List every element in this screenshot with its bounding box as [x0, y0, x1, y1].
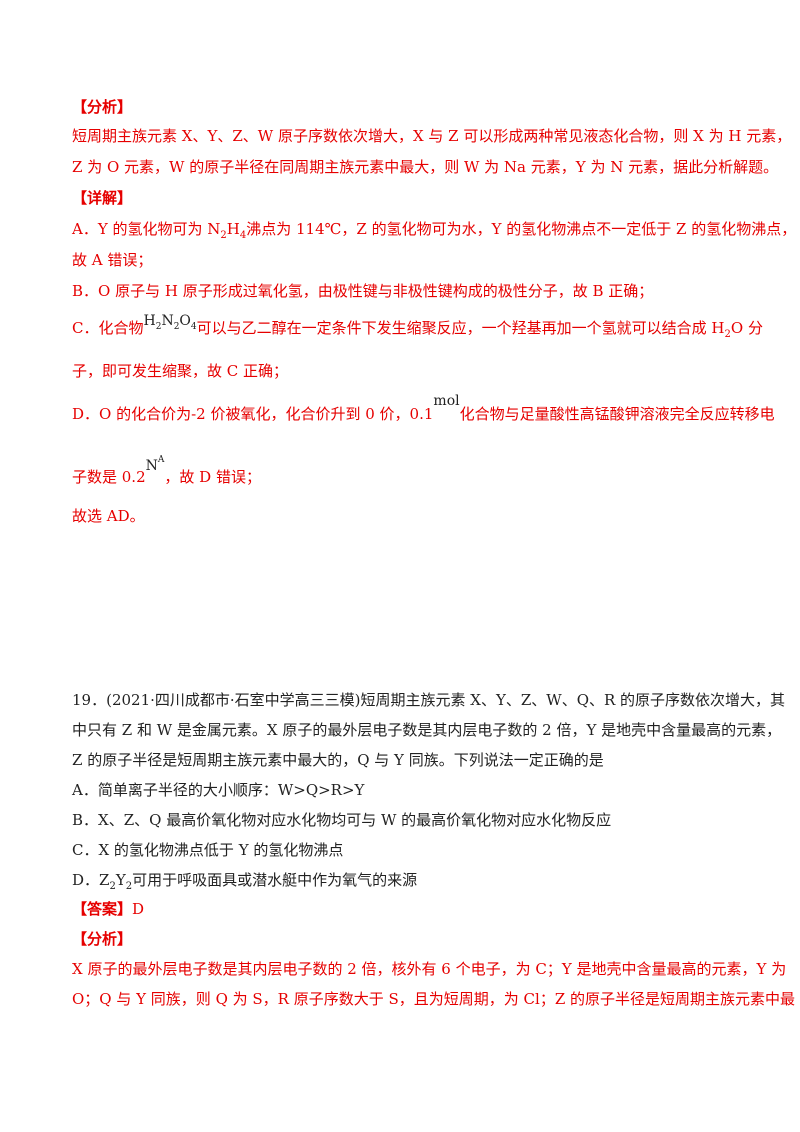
avogadro-symbol: NA	[145, 455, 165, 474]
detail-a-line-1: A．Y 的氢化物可为 N2H4沸点为 114℃，Z 的氢化物可为水，Y 的氢化物…	[72, 220, 797, 241]
answer-label: 【答案】	[72, 900, 133, 918]
detail-label: 【详解】	[72, 189, 133, 207]
q19-option-c: C．X 的氢化物沸点低于 Y 的氢化物沸点	[72, 841, 344, 859]
q19-line-3: Z 的原子半径是短周期主族元素中最大的，Q 与 Y 同族。下列说法一定正确的是	[72, 751, 604, 769]
detail-b-line: B．O 原子与 H 原子形成过氧化氢，由极性键与非极性键构成的极性分子，故 B …	[72, 282, 654, 300]
compound-formula: H2N2O4	[143, 313, 197, 332]
q19-line-1: 19．(2021·四川成都市·石室中学高三三模)短周期主族元素 X、Y、Z、W、…	[72, 691, 786, 709]
mol-unit: mol	[433, 393, 460, 409]
q19-option-d: D．Z2Y2可用于呼吸面具或潜水艇中作为氧气的来源	[72, 871, 418, 892]
q19-analysis-label: 【分析】	[72, 930, 133, 948]
q19-answer: 【答案】D	[72, 898, 144, 920]
detail-a-line-2: 故 A 错误；	[72, 251, 153, 269]
detail-c-line-1: C．化合物H2N2O4可以与乙二醇在一定条件下发生缩聚反应，一个羟基再加一个氢就…	[72, 313, 763, 340]
q19-analysis-line-1: X 原子的最外层电子数是其内层电子数的 2 倍，核外有 6 个电子，为 C；Y …	[72, 960, 787, 978]
answer-value: D	[132, 900, 145, 918]
q19-analysis-line-2: O；Q 与 Y 同族，则 Q 为 S，R 原子序数大于 S，且为短周期，为 Cl…	[72, 990, 796, 1008]
analysis-line-1: 短周期主族元素 X、Y、Z、W 原子序数依次增大，X 与 Z 可以形成两种常见液…	[72, 127, 792, 145]
analysis-label: 【分析】	[72, 98, 133, 116]
analysis-line-2: Z 为 O 元素，W 的原子半径在同周期主族元素中最大，则 W 为 Na 元素，…	[72, 158, 779, 176]
detail-choice: 故选 AD。	[72, 507, 145, 525]
detail-d-line-1: D．O 的化合价为-2 价被氧化，化合价升到 0 价，0.1mol化合物与足量酸…	[72, 393, 775, 423]
q19-line-2: 中只有 Z 和 W 是金属元素。X 原子的最外层电子数是其内层电子数的 2 倍，…	[72, 721, 782, 739]
q19-option-b: B．X、Z、Q 最高价氧化物对应水化物均可与 W 的最高价氧化物对应水化物反应	[72, 811, 612, 829]
detail-d-line-2: 子数是 0.2NA，故 D 错误；	[72, 455, 261, 486]
q19-option-a: A．简单离子半径的大小顺序：W>Q>R>Y	[72, 781, 365, 799]
detail-c-line-2: 子，即可发生缩聚，故 C 正确；	[72, 362, 289, 380]
